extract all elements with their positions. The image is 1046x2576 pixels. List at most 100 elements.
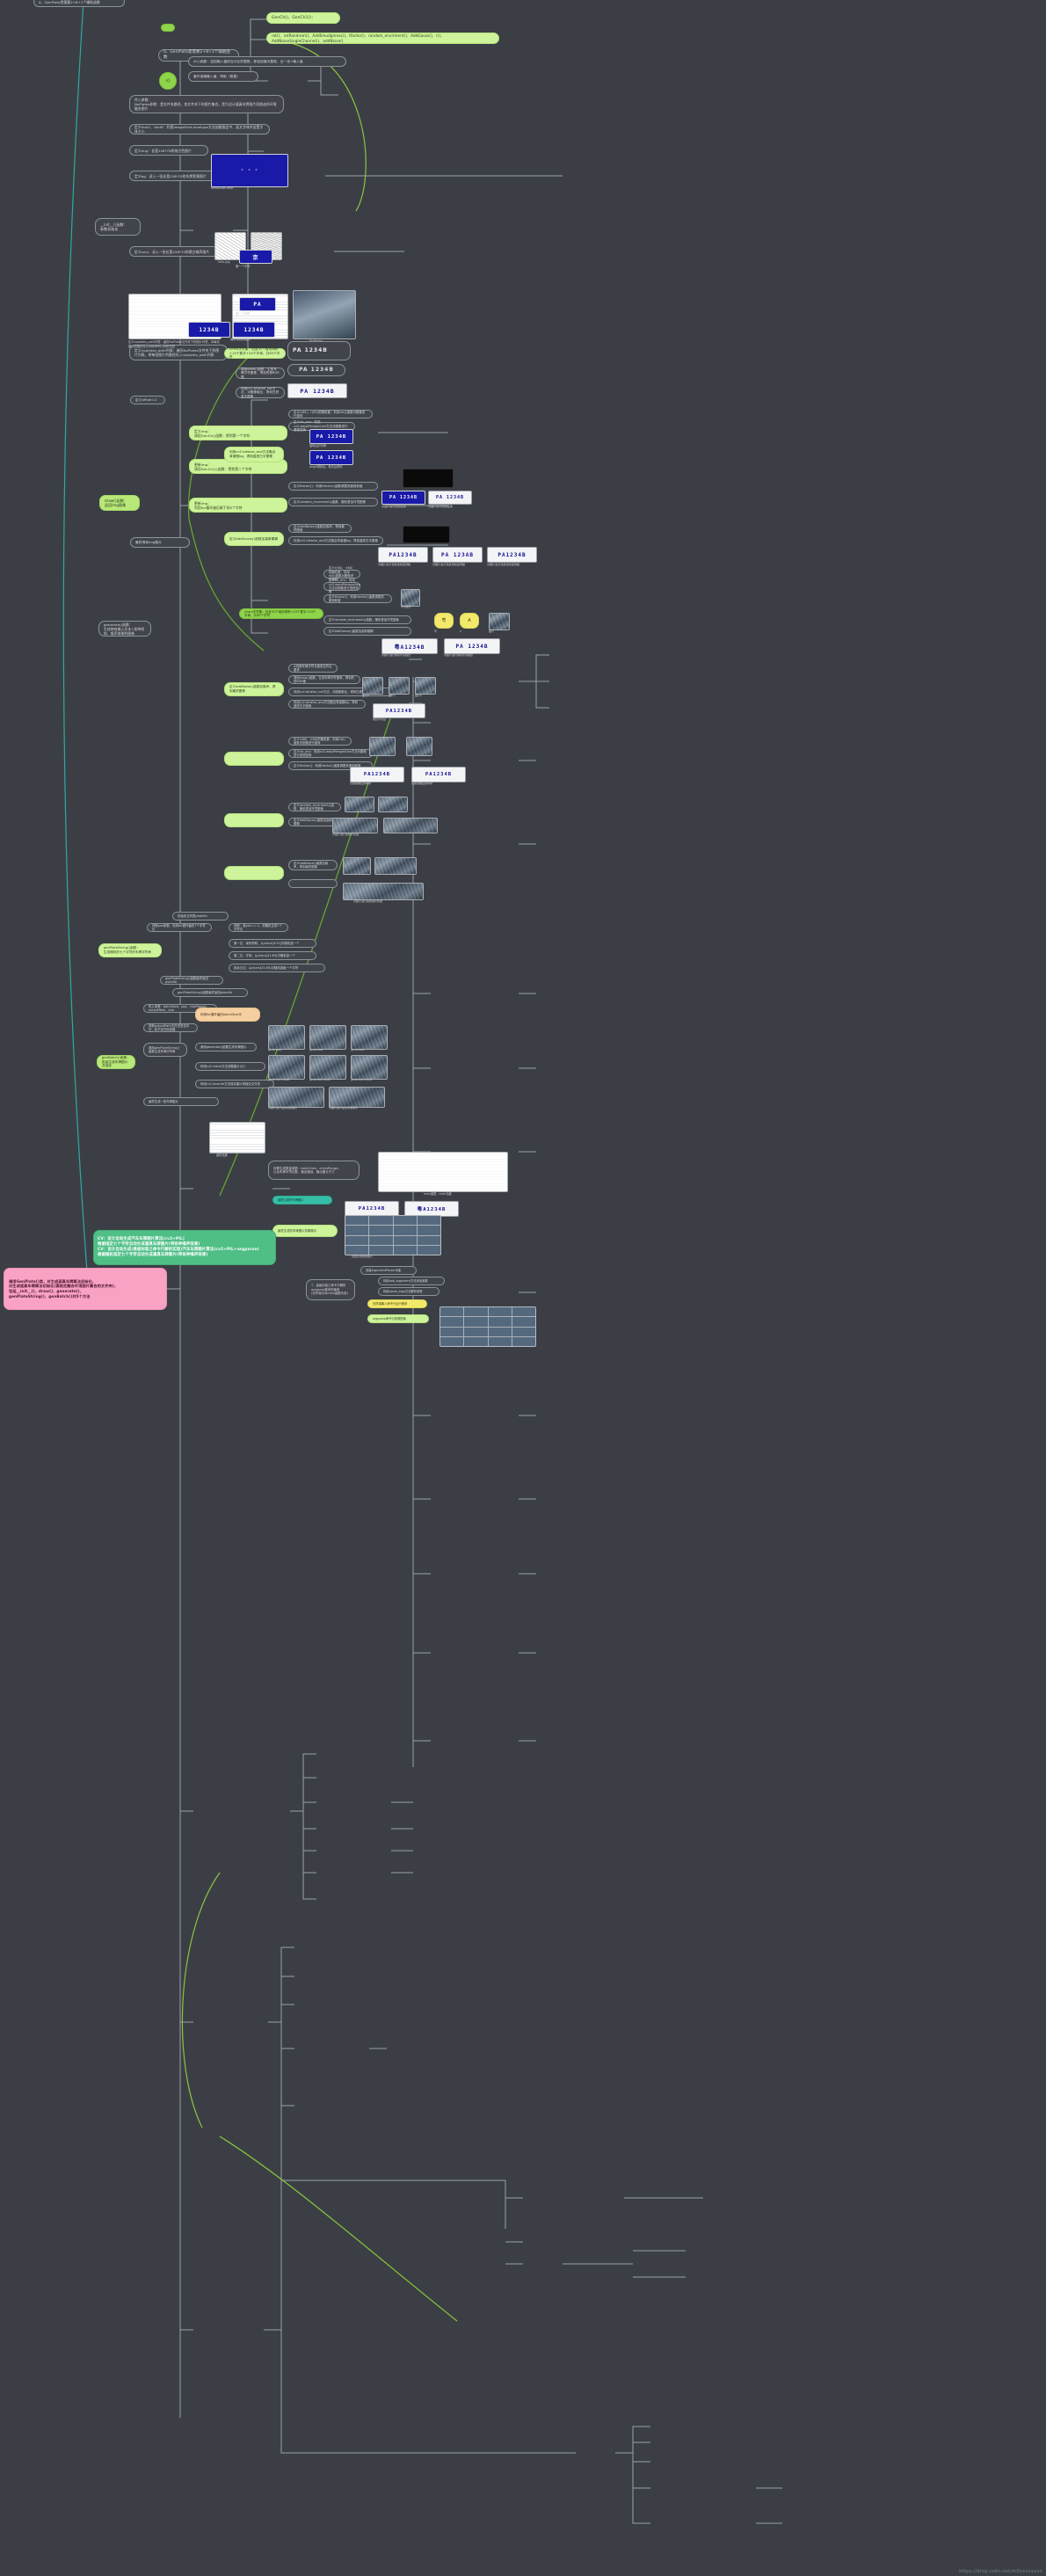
generate-item-9[interactable]: 定义addNoise()函数加噪声，得到最终图像 <box>224 682 284 696</box>
argparse-item-3[interactable]: 在终端输入命令行运行程序 <box>367 1299 427 1308</box>
init-item-0[interactable]: 传入参数： NoPlates参数：是文件夹路径，其文件夹下的图片集合，是为设计逼… <box>129 95 284 113</box>
image-template-bmp: • • • <box>211 154 288 187</box>
branch-genplatestring[interactable]: genPlateString()函数： 生成随机的七个字符的车牌字符串 <box>98 943 162 957</box>
generate-item-7[interactable]: 定义random_envirment()函数，随机叠加环境图像 <box>288 498 378 506</box>
gauss-sub-1[interactable]: 定义str_env：利用cv2.warpPerspective方法对图像进行透视… <box>288 749 373 758</box>
generate-item-12[interactable] <box>224 866 284 880</box>
callout-step-a[interactable]: A、GenPlate类需要2+8+1个辅助函数 <box>33 0 125 7</box>
gps-item-5[interactable]: 其余五位：从chars[31:65]中随机选取一个字符 <box>229 964 325 972</box>
generate-item-0[interactable]: PA 1234B <box>287 341 351 360</box>
argparse-item-1[interactable]: 利用add_argument方法添加参数 <box>378 1277 445 1285</box>
gb-item-3[interactable]: 调用genPlateString()函数生成车牌字符串 <box>143 1043 187 1057</box>
init-item-1[interactable]: 定义fontC、fontE：利用ImageFont.truetype方法加载指定… <box>129 124 270 135</box>
draw-item-1[interactable]: 定义img： 调用GenCh()函数：得到第一个字符 <box>189 426 287 440</box>
generate-grp-3[interactable]: 定义random_envirment()函数，随机叠加环境图像 <box>323 615 411 624</box>
branch-generate[interactable]: generate()函数： 生成带有输入文本+各种倾斜、噪声效果的图像 <box>98 621 151 637</box>
gps-item-4-label: 第二位：字母，从chars[41:65]中随机选一个 <box>234 953 295 957</box>
helpers-main-tag[interactable] <box>161 24 175 32</box>
plate-gauss-0: PA1234B <box>350 767 404 782</box>
helpers-r-note-1[interactable]: 看作省略输入值，再取（取整） <box>188 71 258 82</box>
generate-item-6[interactable]: 定义tfactor()：利用tfactor()函数调整亮度饱和度 <box>288 482 378 491</box>
noise-sub-1[interactable]: 定义AddGauss()函数加高斯模糊 <box>288 818 338 826</box>
noise-sub-0[interactable]: 定义random_envirment()函数，随机叠加环境图像 <box>288 803 341 811</box>
summary-box[interactable]: CV：设计自动生成汽车车牌图片算法(cv2+PIL) 根据指定七个字符自动生成逼… <box>93 1230 276 1265</box>
root-label: 调用GenPlate()类，对生成逼真车牌算法初始化， 对生成逼真车牌算法初始化… <box>9 1278 119 1299</box>
generate-grp-0[interactable]: 定义r(60)、r(60)的随机数，利用rot()函数对图像进行旋转 <box>323 566 360 581</box>
generate-tag-center[interactable]: chars字符集：包含31个省份简称+10个数字+24个字母，共65个字符 <box>239 608 323 619</box>
init-item-3[interactable]: 定义bg：读入一张长宽226*70的车牌背景图片 <box>129 171 217 181</box>
generate-item-1[interactable]: 调用draw()函数，生成车牌字符图像，得到的是BGR图 <box>236 367 285 379</box>
generate-plate-1: PA 1234B <box>287 364 345 376</box>
init-item-5-label: 定义noplates_path列表：遍历NoPlates文件夹下的图片列表，将每… <box>134 348 220 357</box>
draw-item-0[interactable]: 定义offset=2 <box>130 396 165 404</box>
draw-item-3[interactable]: 更新img： 利用for循环遍历剩下的5个字符 <box>189 498 287 513</box>
gauss-sub-2[interactable]: 定义tfactor()：利用tfactor()函数调整亮度饱和度 <box>288 761 373 770</box>
gps-item-4[interactable]: 第二位：字母，从chars[41:65]中随机选一个 <box>229 951 316 960</box>
gps-item-7[interactable]: genPlateString()函数最终返回plateStr <box>172 988 248 997</box>
noise-sub-0-label: 定义random_envirment()函数，随机叠加环境图像 <box>294 803 334 811</box>
teal-tag-1[interactable]: 最终生成的车牌图片 <box>272 1196 332 1204</box>
image-smu-caption: smu.jpg <box>218 260 230 264</box>
init-item-5[interactable]: 定义noplates_path列表：遍历NoPlates文件夹下的图片列表，将每… <box>129 345 228 360</box>
gb-item-6[interactable]: 利用cv2.imwrite方法保存图片到指定文件夹 <box>195 1080 274 1088</box>
helpers-item-0[interactable]: GenCh()、GenCh1()： <box>266 12 340 24</box>
generate-sub-9-3[interactable]: 利用cv2.bitwise_and方法融合背景图bg，得到蓝底白字图像 <box>288 700 366 709</box>
helpers-item-1[interactable]: rot()、rotRandrom()、AddSmudginess()、tfact… <box>266 33 499 44</box>
generate-item-2[interactable]: 利用cv2.bitwise_not方法，对图像取反，得到白底蓝字图像 <box>236 387 285 398</box>
helpers-r-note-0-label: #r()函数：返回输入值的百分比的整数，即返回值为整数，且一定<输入值 <box>193 59 303 63</box>
generate-sub-8-1[interactable]: 利用cv2.bitwise_and方法融合背景图bg，得到蓝底白字图像 <box>288 536 383 545</box>
plate-gauss-1: PA1234B <box>411 767 466 782</box>
generate-item-11[interactable] <box>224 813 284 827</box>
draw-item-1-label: 定义img： 调用GenCh()函数：得到第一个字符 <box>194 428 251 438</box>
gb-item-4[interactable]: 调用generate()函数生成车牌图片 <box>195 1043 257 1052</box>
branch-main[interactable]: 设置生成数量参数：batchSize、charsRange； 以及车牌字符位数、… <box>268 1161 360 1180</box>
plate-dark-a <box>403 469 454 488</box>
generate-item-8[interactable]: 定义AddGauss()函数加高斯模糊 <box>224 532 284 546</box>
generate-grp-1[interactable]: 定义str_env：利用cv2.warpPerspective方法对图像进行透视… <box>323 579 360 593</box>
plate-persp-b: PA 1234B <box>428 491 472 505</box>
gb-item-5[interactable]: 利用cv2.resize方法调整图片大小 <box>195 1062 265 1071</box>
argparse-item-0[interactable]: 创建ArgumentParser对象 <box>360 1266 417 1275</box>
helpers-node-r[interactable]: r() <box>159 72 177 90</box>
teal-tag-1-label: 最终生成的车牌图片 <box>278 1197 304 1202</box>
branch-init[interactable]: __init__()函数： 参数初始化 <box>95 218 141 236</box>
gen-thumb-0-caption: generate0 <box>268 1048 282 1052</box>
generate-sub-9-1[interactable]: 调用draw()函数，生成车牌字符图像，得到的是BGR图 <box>288 675 360 684</box>
branch-argparse[interactable]: 7、高级封装之命令行解析 argparse模块的使用 (在终端中对main函数传… <box>306 1279 355 1300</box>
draw-item-4[interactable]: 最终得到img图片 <box>130 537 190 548</box>
gb-item-2[interactable]: 利用for循环遍历batchSize次 <box>195 1008 260 1022</box>
generate-item-3[interactable]: 利用cv2.bitwise_and方法融合背景图bg，得到蓝底白字图像 <box>224 447 284 462</box>
gps-item-6[interactable]: genPlateString()函数最终返回plateStr <box>160 976 223 985</box>
gauss-sub-0[interactable]: 定义r(60)、r(60)的随机数，利用rot()函数对图像进行旋转 <box>288 737 352 746</box>
gps-item-1[interactable]: 判断pos参数，利用for循环遍历7个字符位 <box>147 923 212 932</box>
gb-item-7[interactable]: 最终生成一批车牌图片 <box>143 1097 219 1106</box>
gauss-sub-1-label: 定义str_env：利用cv2.warpPerspective方法对图像进行透视… <box>294 749 367 757</box>
caption-img0: 图片0 <box>362 694 369 697</box>
generate-grp-2[interactable]: 定义tfactor()：利用tfactor()函数调整亮度饱和度 <box>323 594 392 603</box>
final-sub-0[interactable]: 定义addNoise()函数加噪声，得到最终图像 <box>288 860 338 870</box>
init-item-4[interactable]: 定义smu：读入一张长宽226*70的黑白噪声图片 <box>129 246 219 257</box>
draw-item-2[interactable]: 更新img： 调用GenCh1()函数：得到第二个字符 <box>189 459 287 474</box>
final-sub-1[interactable] <box>288 879 338 888</box>
gps-item-2[interactable]: 判断：若pos==-1，则随机生成7个字符位 <box>229 923 288 932</box>
generate-sub-8-0[interactable]: 定义addNoise()函数加噪声，得到最终图像 <box>288 524 352 533</box>
root-node[interactable]: 调用GenPlate()类，对生成逼真车牌算法初始化， 对生成逼真车牌算法初始化… <box>4 1268 167 1310</box>
gb-item-1[interactable]: 判断outputPath文件夹是否存在，若不存在则创建 <box>143 1023 198 1032</box>
thumb-yellow-1: A <box>460 613 479 629</box>
gps-item-0[interactable]: 初始化空列表plateStr <box>172 912 229 921</box>
generate-grp-4[interactable]: 定义AddGauss()函数加高斯模糊 <box>323 627 411 636</box>
generate-sub-3-0[interactable]: 定义r(60)、r(60)的随机数，利用rot()函数对图像进行旋转 <box>288 410 373 418</box>
gen-thumb-2 <box>351 1025 388 1050</box>
gauss-sub-0-label: 定义r(60)、r(60)的随机数，利用rot()函数对图像进行旋转 <box>294 737 345 745</box>
generate-item-10[interactable] <box>224 752 284 766</box>
argparse-item-2[interactable]: 利用parse_args方法解析参数 <box>378 1287 439 1296</box>
gps-item-3[interactable]: 第一位：省份简称，从chars[0:31]中随机选一个 <box>229 939 316 948</box>
generate-sub-9-0[interactable]: #判断车牌字符长度是否符合要求 <box>288 664 338 673</box>
argparse-tag[interactable]: argparse命令行参数配置 <box>367 1314 429 1323</box>
helpers-r-note-0[interactable]: #r()函数：返回输入值的百分比的整数，即返回值为整数，且一定<输入值 <box>188 56 346 67</box>
generate-anchor[interactable]: chars字符集：包含31个省份简称+10个数字+24个字母，共65个字符 <box>224 347 286 359</box>
branch-genbatch[interactable]: genBatch()函数： 批量生成车牌图片并保存 <box>97 1055 135 1069</box>
init-item-2[interactable]: 定义img：长宽226*70的纯白色图片 <box>129 145 208 156</box>
branch-main-show[interactable]: 最终生成的车牌图片效果展示 <box>272 1225 338 1237</box>
branch-draw[interactable]: draw()函数： 返回img图像 <box>99 495 140 511</box>
